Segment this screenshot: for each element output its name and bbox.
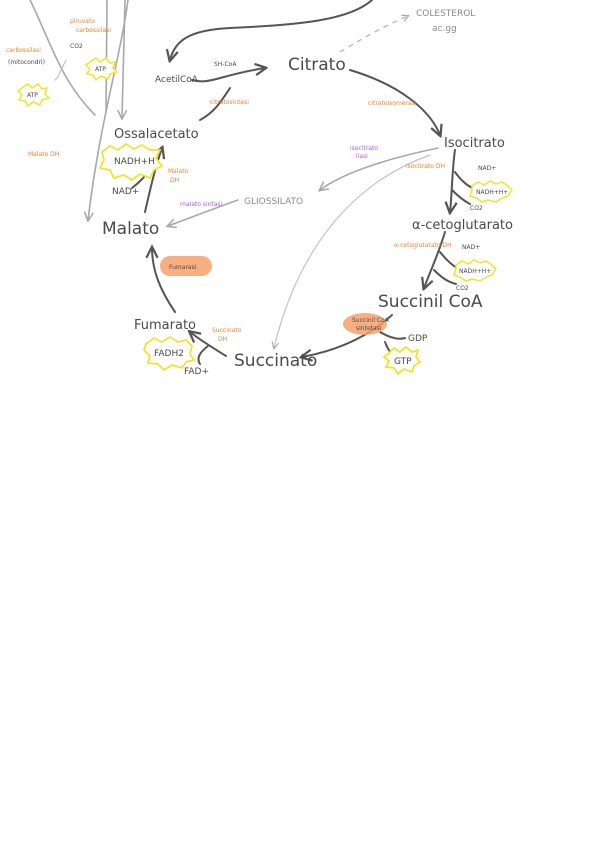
carbossilasi-label: carbossilasi — [6, 47, 41, 54]
isocitrato-dh-label: isocitrato DH — [406, 163, 445, 170]
succinil-sintetasi-label-2: sintetasi — [356, 325, 382, 332]
arrow-to-succinilcoa — [424, 231, 446, 288]
piruvato-label-1: piruvato — [70, 18, 95, 25]
succinato-dh-label-1: Succinato — [212, 327, 242, 334]
gdp-branch — [379, 331, 406, 340]
gtp-label: GTP — [394, 357, 412, 367]
citrato-label: Citrato — [288, 55, 346, 75]
atp-2-label: ATP — [27, 92, 38, 99]
aconitasi-label: citratoisomerasi — [368, 100, 417, 107]
malato-dh-side-label: Malato DH — [28, 151, 59, 158]
succinilcoa-label: Succinil CoA — [378, 292, 483, 312]
arrow-ossal-join — [199, 87, 231, 121]
malato-label: Malato — [102, 219, 159, 239]
arrow-to-ossalacetato — [144, 148, 162, 213]
gdp-label: GDP — [408, 334, 428, 344]
acetilcoa-label: AcetilCoA — [155, 75, 199, 85]
arrow-to-citrato — [191, 68, 265, 83]
atp-burst-1: ATP — [84, 56, 119, 82]
alphakg-co2-branch — [433, 269, 457, 285]
isocitrato-to-gliossilato — [320, 147, 439, 190]
isocitrato-liasi-label-1: isocitrato — [350, 145, 378, 152]
co2-2-label: CO2 — [456, 285, 469, 292]
input-line-left — [29, 0, 96, 116]
arrow-to-alphakg — [450, 149, 455, 212]
fadh2-label: FADH2 — [154, 349, 184, 359]
nadh-burst-2: NADH+H+ — [469, 180, 513, 203]
colesterolo-label: COLESTEROL — [416, 9, 475, 19]
colesterolo-sub-label: ac.gg — [432, 24, 457, 34]
nadh-burst-1: NADH+H — [98, 142, 164, 182]
isocitrato-co2-branch — [451, 189, 471, 205]
isocitrato-label: Isocitrato — [444, 136, 505, 151]
fumarasi-blob: Fumarasi — [160, 256, 212, 276]
input-curve-carb — [54, 59, 67, 81]
nadh-2-label: NADH+H+ — [476, 189, 508, 196]
co2-1-label: CO2 — [470, 205, 483, 212]
atp-1-label: ATP — [95, 66, 106, 73]
dashed-to-colesterolo — [339, 16, 408, 53]
alphakg-dh-label: α-cetoglutarato DH — [394, 242, 452, 249]
co2-top-label: CO2 — [70, 43, 83, 50]
succinato-dh-label-2: DH — [218, 336, 227, 343]
arrow-to-malato — [152, 248, 176, 313]
nadh-3-label: NADH+H+ — [459, 268, 491, 275]
shcoa-label: SH-CoA — [214, 61, 237, 68]
nad-1-label: NAD+ — [112, 187, 139, 197]
nad-3-label: NAD+ — [462, 244, 480, 251]
malato-dh-label-1: Malato — [168, 168, 189, 175]
atp-burst-2: ATP — [16, 82, 51, 108]
malato-dh-label-2: DH — [170, 177, 179, 184]
input-line-mid — [105, 0, 108, 113]
arrow-to-fumarato — [190, 332, 227, 357]
fad-label: FAD+ — [184, 367, 209, 377]
arrow-to-acetilcoa — [170, 0, 373, 60]
alphakg-label: α-cetoglutarato — [412, 218, 513, 233]
piruvato-label-2: carbossilasi — [76, 27, 111, 34]
succinil-sintetasi-blob: Succinil CoA sintetasi — [343, 313, 390, 335]
succinato-label: Succinato — [234, 351, 317, 371]
succinil-sintetasi-label-1: Succinil CoA — [352, 317, 390, 324]
isocitrato-liasi-label-2: liasi — [356, 153, 368, 160]
fumarato-label: Fumarato — [134, 318, 196, 333]
fumarasi-label: Fumarasi — [169, 264, 197, 271]
nad-2-label: NAD+ — [478, 165, 496, 172]
gliossilato-label: GLIOSSILATO — [244, 197, 303, 207]
input-line-to-ossalacetato — [122, 0, 125, 118]
malato-sintasi-label: malato sintasi — [180, 201, 223, 208]
nadh-burst-3: NADH+H+ — [453, 259, 497, 282]
nadh-1-label: NADH+H — [114, 157, 155, 167]
mitocondri-label: (mitocondri) — [8, 59, 45, 66]
arrow-to-isocitrato — [349, 69, 440, 135]
gliossilato-to-malato — [168, 199, 239, 226]
fad-branch — [197, 345, 209, 365]
isocitrato-to-succinato — [274, 154, 431, 348]
citratosintasi-label: citratosintasi — [210, 99, 249, 106]
gtp-burst: GTP — [382, 345, 422, 376]
ossalacetato-label: Ossalacetato — [114, 127, 199, 142]
fadh2-burst: FADH2 — [142, 335, 196, 372]
